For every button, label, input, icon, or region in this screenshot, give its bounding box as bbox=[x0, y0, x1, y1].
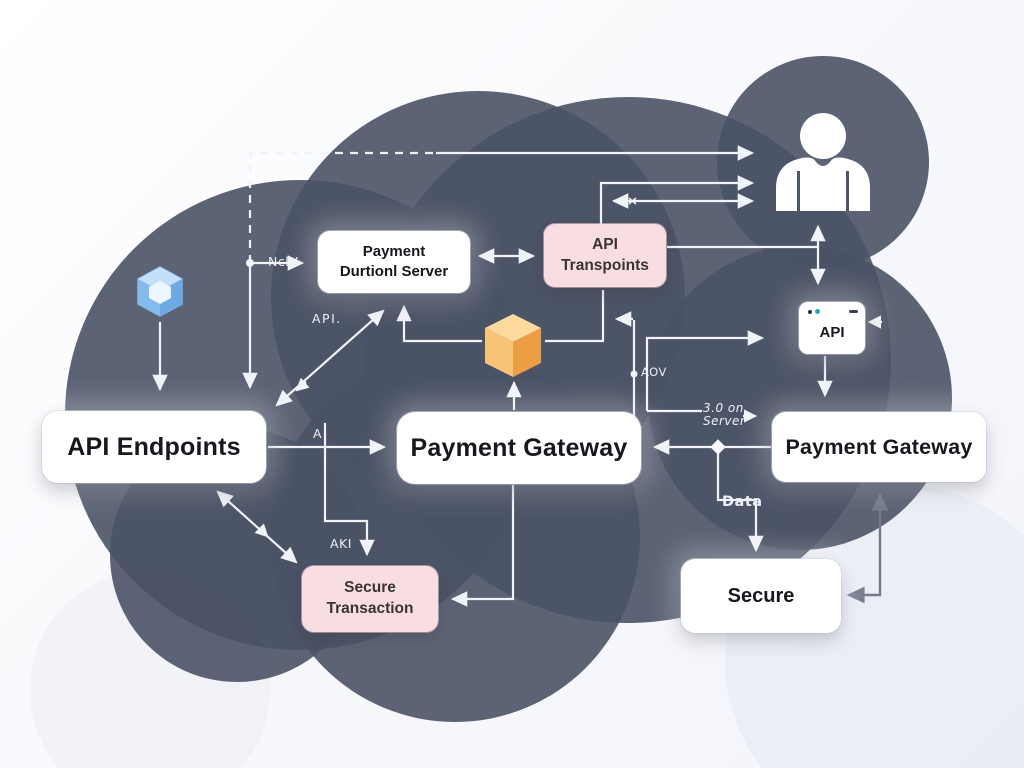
cube-to-transpoints-line bbox=[545, 290, 605, 343]
cube-to-server-arrow bbox=[396, 304, 482, 343]
node-payment-gateway-right-label: Payment Gateway bbox=[785, 434, 973, 459]
arrow-to-person-2 bbox=[599, 175, 755, 224]
person-icon bbox=[776, 113, 870, 211]
node-api-transpoints: API Transpoints bbox=[544, 224, 666, 287]
annotation-server-note: 3.0 on Server bbox=[703, 401, 745, 428]
diagonal-arrow-down bbox=[216, 490, 298, 564]
aki-arrow bbox=[323, 423, 375, 557]
node-secure-label: Secure bbox=[727, 584, 795, 607]
annotation-aki: AKI bbox=[330, 536, 352, 551]
annotation-3-0-on: 3.0 on bbox=[703, 401, 744, 415]
annotation-a: A bbox=[313, 426, 323, 441]
annotation-nclv: NclV bbox=[268, 254, 299, 269]
node-secure: Secure bbox=[681, 559, 841, 633]
node-payment-server: Payment Durtionl Server bbox=[318, 231, 470, 293]
annotation-api: API. bbox=[312, 311, 342, 326]
node-payment-server-line2: Durtionl Server bbox=[339, 263, 449, 280]
api-window-label: API bbox=[819, 323, 845, 341]
node-payment-gateway-center-label: Payment Gateway bbox=[410, 433, 628, 462]
gem-icon bbox=[137, 266, 183, 317]
gateway-to-secure-arrow bbox=[450, 485, 515, 607]
junction-dot bbox=[630, 370, 638, 378]
node-api-transpoints-line1: API bbox=[592, 235, 618, 253]
diagonal-mid-arrow bbox=[295, 377, 310, 392]
dashed-connector bbox=[248, 151, 436, 263]
node-api-endpoints: API Endpoints bbox=[42, 411, 266, 483]
annotation-server: Server bbox=[703, 414, 746, 428]
cloud-circle-person bbox=[717, 56, 929, 268]
node-api-endpoints-label: API Endpoints bbox=[67, 432, 241, 461]
node-secure-transaction-line1: Secure bbox=[344, 579, 396, 597]
node-payment-gateway-center: Payment Gateway bbox=[397, 412, 641, 484]
diagonal-mid-arrow-2 bbox=[254, 523, 269, 538]
annotation-data: Data bbox=[722, 494, 763, 510]
data-arrow bbox=[716, 447, 764, 553]
node-secure-transaction-line2: Transaction bbox=[326, 600, 414, 617]
node-api-transpoints-line2: Transpoints bbox=[561, 256, 649, 274]
cross-mark bbox=[628, 197, 637, 205]
window-dot-icon bbox=[808, 310, 812, 314]
cube-icon bbox=[485, 314, 541, 377]
loop-to-api-arrow bbox=[645, 330, 765, 411]
node-payment-gateway-right: Payment Gateway bbox=[772, 412, 986, 482]
annotation-aov: AOV bbox=[641, 365, 667, 379]
window-dash-icon bbox=[849, 310, 858, 313]
junction-diamond bbox=[710, 439, 726, 455]
junction-dot bbox=[246, 259, 254, 267]
diagonal-arrow-up bbox=[275, 309, 385, 407]
window-dot-icon bbox=[815, 309, 820, 314]
node-payment-server-line1: Payment bbox=[362, 242, 426, 260]
secure-feedback-arrow bbox=[846, 492, 889, 604]
node-secure-transaction: Secure Transaction bbox=[302, 566, 438, 632]
api-window-icon: API bbox=[799, 302, 865, 354]
